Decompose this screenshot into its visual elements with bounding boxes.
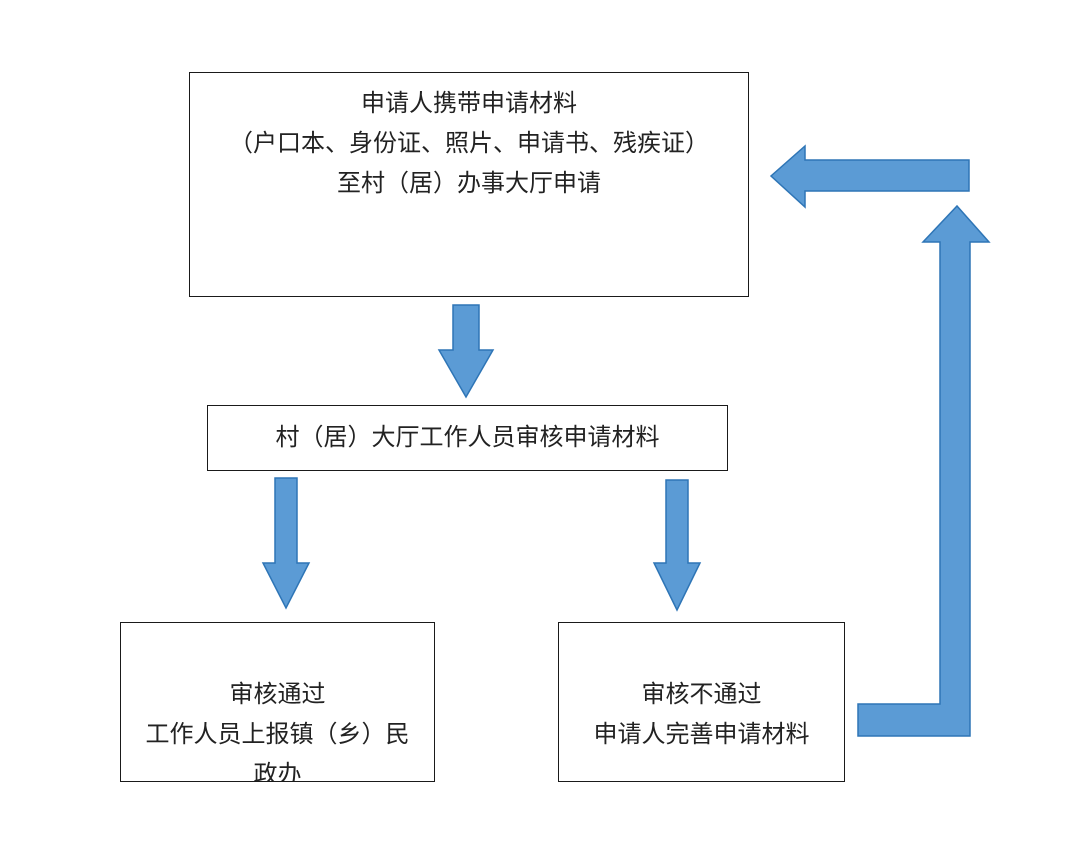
pass-step-title: 审核通过 xyxy=(229,680,326,708)
apply-step-title: 申请人携带申请材料 xyxy=(361,89,577,117)
down-arrow-review-to-fail xyxy=(652,479,702,612)
left-arrow-into-apply xyxy=(769,144,970,209)
down-arrow-review-to-pass xyxy=(261,477,311,610)
apply-step-materials: （户口本、身份证、照片、申请书、残疾证） xyxy=(229,129,709,157)
fail-step-box: 审核不通过 申请人完善申请材料 xyxy=(558,622,845,782)
fail-step-action: 申请人完善申请材料 xyxy=(593,720,810,748)
pass-step-action: 工作人员上报镇（乡）民 xyxy=(145,720,410,748)
apply-step-box: 申请人携带申请材料 （户口本、身份证、照片、申请书、残疾证） 至村（居）办事大厅… xyxy=(189,72,749,297)
review-step-text: 村（居）大厅工作人员审核申请材料 xyxy=(275,423,660,451)
pass-step-box: 审核通过 工作人员上报镇（乡）民 政办 xyxy=(120,622,435,782)
fail-step-title: 审核不通过 xyxy=(641,680,762,708)
review-step-box: 村（居）大厅工作人员审核申请材料 xyxy=(207,405,728,471)
apply-step-location: 至村（居）办事大厅申请 xyxy=(337,169,601,197)
return-arrow-fail-to-apply xyxy=(857,204,991,737)
down-arrow-apply-to-review xyxy=(437,304,495,399)
pass-step-action-cont: 政办 xyxy=(253,760,302,782)
